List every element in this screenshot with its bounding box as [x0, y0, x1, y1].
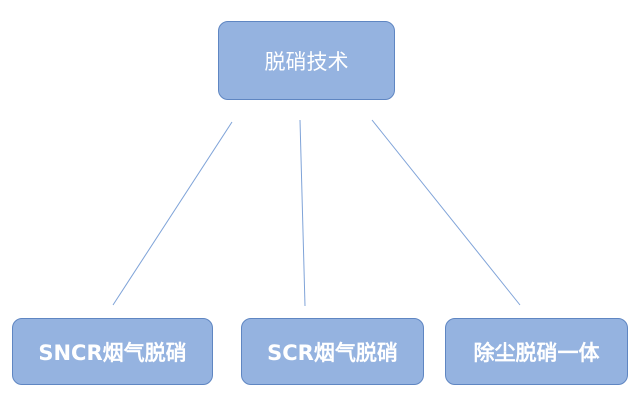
connector-root-dust: [371, 119, 521, 306]
root-node-label: 脱硝技术: [264, 49, 349, 74]
root-node[interactable]: 脱硝技术: [218, 21, 395, 100]
connector-root-sncr: [112, 121, 233, 306]
child-node-label: SNCR烟气脱硝: [38, 340, 187, 365]
connector-root-scr: [299, 119, 306, 307]
child-node-dust-denitration[interactable]: 除尘脱硝一体: [445, 318, 628, 385]
child-node-label: 除尘脱硝一体: [473, 340, 600, 365]
child-node-label: SCR烟气脱硝: [267, 340, 398, 365]
child-node-scr[interactable]: SCR烟气脱硝: [241, 318, 424, 385]
child-node-sncr[interactable]: SNCR烟气脱硝: [12, 318, 213, 385]
